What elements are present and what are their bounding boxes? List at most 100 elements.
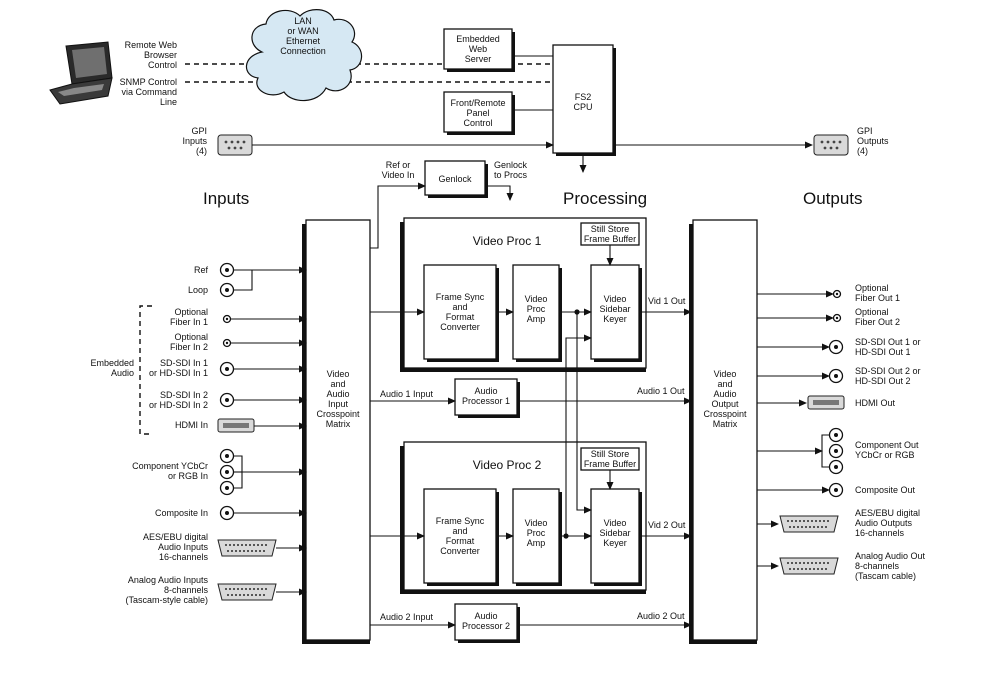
svg-text:Matrix: Matrix [713, 419, 738, 429]
svg-text:Audio: Audio [326, 389, 349, 399]
svg-text:Component YCbCr: Component YCbCr [132, 461, 208, 471]
svg-text:Fiber Out 1: Fiber Out 1 [855, 293, 900, 303]
svg-text:Audio: Audio [713, 389, 736, 399]
svg-text:Panel: Panel [466, 108, 489, 118]
svg-text:FS2: FS2 [575, 92, 592, 102]
audio-processor-2: Audio Processor 2 [454, 603, 520, 643]
ref-label: Ref [194, 265, 209, 275]
svg-text:Inputs: Inputs [182, 136, 207, 146]
svg-text:Video In: Video In [382, 170, 415, 180]
svg-text:or HD-SDI In 2: or HD-SDI In 2 [149, 400, 208, 410]
svg-text:GPI: GPI [191, 126, 207, 136]
hdmi-out-label: HDMI Out [855, 398, 896, 408]
vid2-out-label: Vid 2 Out [648, 520, 686, 530]
svg-text:and: and [452, 302, 467, 312]
svg-text:or HD-SDI In 1: or HD-SDI In 1 [149, 368, 208, 378]
svg-text:Video: Video [525, 518, 548, 528]
svg-text:Audio: Audio [474, 611, 497, 621]
svg-text:Sidebar: Sidebar [599, 528, 630, 538]
audio1-out-label: Audio 1 Out [637, 386, 685, 396]
analog-in-connector-icon [217, 583, 277, 601]
still-store-2: Still Store Frame Buffer [580, 447, 640, 471]
panel-control-block: Front/Remote Panel Control [443, 91, 515, 135]
fiber-out-2-label: Optional Fiber Out 2 [855, 307, 900, 327]
component-in-label: Component YCbCr or RGB In [132, 461, 208, 481]
svg-text:Optional: Optional [174, 332, 208, 342]
audio-processor-1: Audio Processor 1 [454, 378, 520, 418]
composite-in-label: Composite In [155, 508, 208, 518]
audio1-input-label: Audio 1 Input [380, 389, 434, 399]
svg-text:SD-SDI Out 2 or: SD-SDI Out 2 or [855, 366, 921, 376]
loop-label: Loop [188, 285, 208, 295]
svg-text:LAN: LAN [294, 16, 312, 26]
svg-text:HD-SDI Out 1: HD-SDI Out 1 [855, 347, 911, 357]
component-out-jacks-icon [821, 427, 844, 475]
svg-text:8-channels: 8-channels [164, 585, 209, 595]
cross-feed-lines [563, 309, 592, 539]
svg-text:Video: Video [714, 369, 737, 379]
svg-text:Video: Video [525, 294, 548, 304]
svg-text:Embedded: Embedded [456, 34, 500, 44]
svg-text:Connection: Connection [280, 46, 326, 56]
svg-text:or RGB In: or RGB In [168, 471, 208, 481]
loop-jack-icon [219, 282, 235, 298]
component-in-jacks-icon [219, 448, 243, 496]
svg-text:Video: Video [604, 294, 627, 304]
proc-amp-1: Video Proc Amp [512, 264, 562, 362]
optional-inputs-bracket [139, 305, 152, 435]
network-cloud-icon: LAN or WAN Ethernet Connection [245, 9, 363, 102]
svg-text:Genlock: Genlock [494, 160, 528, 170]
svg-text:Audio Outputs: Audio Outputs [855, 518, 913, 528]
svg-text:(4): (4) [857, 146, 868, 156]
svg-text:Processor 1: Processor 1 [462, 396, 510, 406]
svg-text:Analog Audio Inputs: Analog Audio Inputs [128, 575, 209, 585]
svg-text:Optional: Optional [855, 307, 889, 317]
analog-in-label: Analog Audio Inputs 8-channels (Tascam-s… [125, 575, 208, 605]
svg-text:Format: Format [446, 536, 475, 546]
svg-text:Optional: Optional [855, 283, 889, 293]
svg-text:Remote Web: Remote Web [125, 40, 177, 50]
svg-text:Audio: Audio [474, 386, 497, 396]
svg-text:Ref or: Ref or [386, 160, 411, 170]
svg-text:Frame Sync: Frame Sync [436, 516, 485, 526]
svg-text:or WAN: or WAN [287, 26, 318, 36]
keyer-2: Video Sidebar Keyer [590, 488, 642, 586]
video-proc-1: Video Proc 1 Still Store Frame Buffer Fr… [400, 217, 647, 372]
component-out-label: Component Out YCbCr or RGB [855, 440, 919, 460]
svg-text:Web: Web [469, 44, 487, 54]
genlock-block: Genlock [424, 160, 488, 198]
svg-text:SD-SDI In 1: SD-SDI In 1 [160, 358, 208, 368]
laptop-icon [49, 41, 113, 105]
section-inputs: Inputs [203, 189, 249, 208]
genlock-to-procs-label: Genlock to Procs [494, 160, 528, 180]
svg-text:Matrix: Matrix [326, 419, 351, 429]
video-proc-1-title: Video Proc 1 [473, 234, 542, 248]
svg-text:Outputs: Outputs [857, 136, 889, 146]
svg-text:Control: Control [148, 60, 177, 70]
aes-in-connector-icon [217, 539, 277, 557]
svg-text:Audio: Audio [111, 368, 134, 378]
svg-text:Ethernet: Ethernet [286, 36, 321, 46]
svg-text:AES/EBU digital: AES/EBU digital [143, 532, 208, 542]
svg-text:Still Store: Still Store [591, 449, 630, 459]
svg-text:Converter: Converter [440, 546, 480, 556]
svg-text:Audio Inputs: Audio Inputs [158, 542, 209, 552]
svg-text:SNMP Control: SNMP Control [120, 77, 177, 87]
cpu-block: FS2 CPU [552, 44, 616, 156]
fiber-in-2-label: Optional Fiber In 2 [170, 332, 208, 352]
snmp-control-label: SNMP Control via Command Line [120, 77, 177, 107]
composite-out-jack-icon [828, 482, 844, 498]
svg-text:Video: Video [604, 518, 627, 528]
ref-jack-icon [219, 262, 235, 278]
svg-text:Fiber In 2: Fiber In 2 [170, 342, 208, 352]
proc-amp-2: Video Proc Amp [512, 488, 562, 586]
svg-text:Amp: Amp [527, 538, 546, 548]
hdmi-out-connector-icon [807, 395, 845, 410]
svg-text:Analog Audio Out: Analog Audio Out [855, 551, 926, 561]
svg-text:AES/EBU digital: AES/EBU digital [855, 508, 920, 518]
svg-text:to Procs: to Procs [494, 170, 528, 180]
svg-text:(Tascam-style cable): (Tascam-style cable) [125, 595, 208, 605]
gpi-output-connector-icon [813, 134, 849, 156]
svg-text:Sidebar: Sidebar [599, 304, 630, 314]
